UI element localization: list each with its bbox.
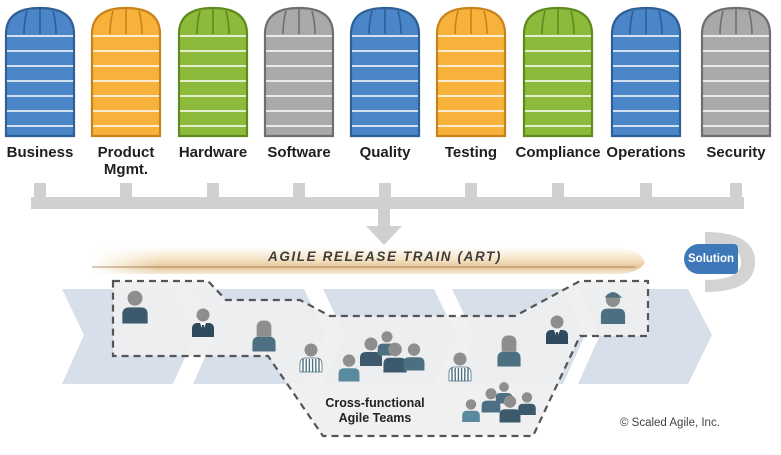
- solution-badge: Solution: [684, 244, 738, 274]
- team-member-icon: [252, 320, 276, 352]
- silo-compliance: [522, 6, 594, 138]
- art-title: AGILE RELEASE TRAIN (ART): [267, 249, 502, 264]
- team-member-icon: [518, 392, 536, 415]
- train-graphic: [92, 247, 645, 274]
- team-member-icon: [462, 399, 480, 422]
- team-member-icon: [546, 315, 568, 344]
- team-member-icon: [192, 308, 214, 337]
- silo-label: Testing: [444, 144, 498, 161]
- silo-label: Business: [6, 144, 74, 161]
- solution-bracket: [705, 232, 755, 292]
- team-member-icon: [299, 343, 323, 373]
- silo-business: [4, 6, 76, 138]
- team-member-icon: [403, 343, 425, 371]
- silo-software: [263, 6, 335, 138]
- copyright: © Scaled Agile, Inc.: [620, 417, 720, 429]
- team-member-icon: [448, 352, 472, 382]
- team-member-icon: [383, 342, 407, 373]
- team-member-icon: [338, 354, 360, 382]
- silo-label: Operations: [606, 144, 686, 161]
- team-member-icon: [497, 335, 521, 367]
- silo-label: Quality: [359, 144, 411, 161]
- team-member-icon: [600, 292, 626, 324]
- silo-label: Compliance: [515, 144, 601, 161]
- team-member-icon: [481, 388, 501, 413]
- silo-hardware: [177, 6, 249, 138]
- silo-label: Software: [267, 144, 331, 161]
- silo-quality: [349, 6, 421, 138]
- team-member-icon: [360, 337, 382, 366]
- connector-bar: [31, 183, 744, 245]
- silo-label: Hardware: [178, 144, 248, 161]
- silo-product-mgmt: [90, 6, 162, 138]
- teams-label-line1: Cross-functional: [325, 396, 425, 410]
- silo-security: [700, 6, 772, 138]
- silo-operations: [610, 6, 682, 138]
- teams-label: Cross-functional Agile Teams: [300, 396, 450, 426]
- team-member-icon: [499, 395, 521, 423]
- team-member-icon: [122, 290, 148, 324]
- down-arrow-icon: [366, 226, 402, 245]
- silo-testing: [435, 6, 507, 138]
- silo-label: Security: [706, 144, 766, 161]
- teams-label-line2: Agile Teams: [338, 411, 412, 425]
